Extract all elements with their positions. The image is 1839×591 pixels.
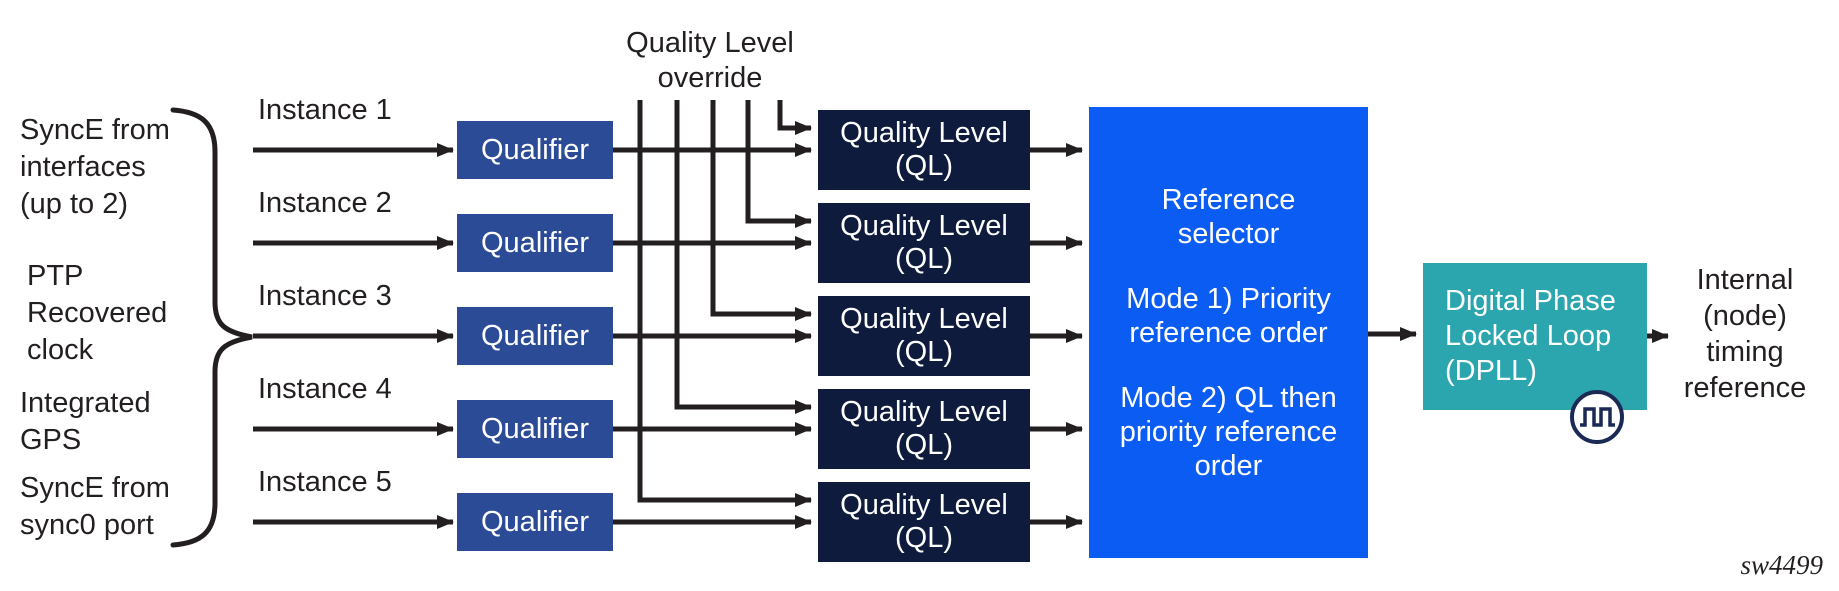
source-label-integrated-gps: Integrated GPS [20, 387, 151, 456]
override-line-to-ql-3 [710, 100, 812, 321]
quality-level-4-box: Quality Level (QL) [818, 389, 1030, 469]
instance-1-label: Instance 1 [258, 94, 392, 126]
qualifier-3-box: Qualifier [457, 307, 613, 365]
selector-mode2: Mode 2) QL then priority reference order [1119, 381, 1338, 482]
source-label-synce-interfaces: SyncE from interfaces (up to 2) [20, 114, 170, 220]
instance-5-label: Instance 5 [258, 466, 392, 498]
quality-level-5-box: Quality Level (QL) [818, 482, 1030, 562]
quality-level-1-box: Quality Level (QL) [818, 110, 1030, 190]
qualifier-1-box: Qualifier [457, 121, 613, 179]
quality-level-3-box: Quality Level (QL) [818, 296, 1030, 376]
instance-2-label: Instance 2 [258, 187, 392, 219]
override-line-to-ql-4 [674, 100, 812, 414]
selector-title: Reference selector [1161, 183, 1296, 250]
dpll-box: Digital Phase Locked Loop (DPLL) [1423, 263, 1647, 410]
figure-id: sw4499 [1740, 550, 1823, 580]
qualifier-5-box: Qualifier [457, 493, 613, 551]
qualifier-2-box: Qualifier [457, 214, 613, 272]
dpll-label: Digital Phase Locked Loop (DPLL) [1445, 285, 1616, 387]
quality-level-2-box: Quality Level (QL) [818, 203, 1030, 283]
output-label: Internal (node) timing reference [1683, 264, 1807, 404]
qualifier-4-box: Qualifier [457, 400, 613, 458]
reference-selector-box: Reference selector Mode 1) Priority refe… [1089, 107, 1368, 558]
override-line-to-ql-2 [745, 100, 812, 228]
instance-3-label: Instance 3 [258, 280, 392, 312]
override-line-to-ql-1 [777, 100, 812, 135]
override-line-to-ql-5 [637, 100, 812, 507]
source-label-synce-sync0-port: SyncE from sync0 port [20, 472, 170, 541]
override-label: Quality Level override [626, 27, 794, 94]
instance-4-label: Instance 4 [258, 373, 392, 405]
selector-mode1: Mode 1) Priority reference order [1126, 282, 1331, 349]
sources-brace [170, 107, 253, 548]
square-wave-icon [1570, 390, 1624, 444]
source-label-ptp-recovered-clock: PTP Recovered clock [27, 260, 168, 366]
